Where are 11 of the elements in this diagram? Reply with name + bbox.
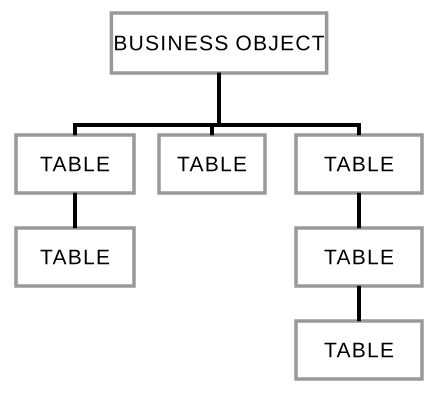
table-box: TABLE (294, 133, 424, 195)
connector-line (357, 286, 361, 322)
table-box: TABLE (294, 226, 424, 288)
table-box: TABLE (157, 133, 267, 195)
table-box: TABLE (14, 226, 136, 288)
connector-line (73, 192, 77, 228)
table-box: TABLE (294, 319, 424, 381)
connector-line (357, 192, 361, 228)
connector-line (217, 72, 361, 136)
table-box: TABLE (14, 133, 136, 195)
table-box: BUSINESS OBJECT (110, 11, 328, 75)
